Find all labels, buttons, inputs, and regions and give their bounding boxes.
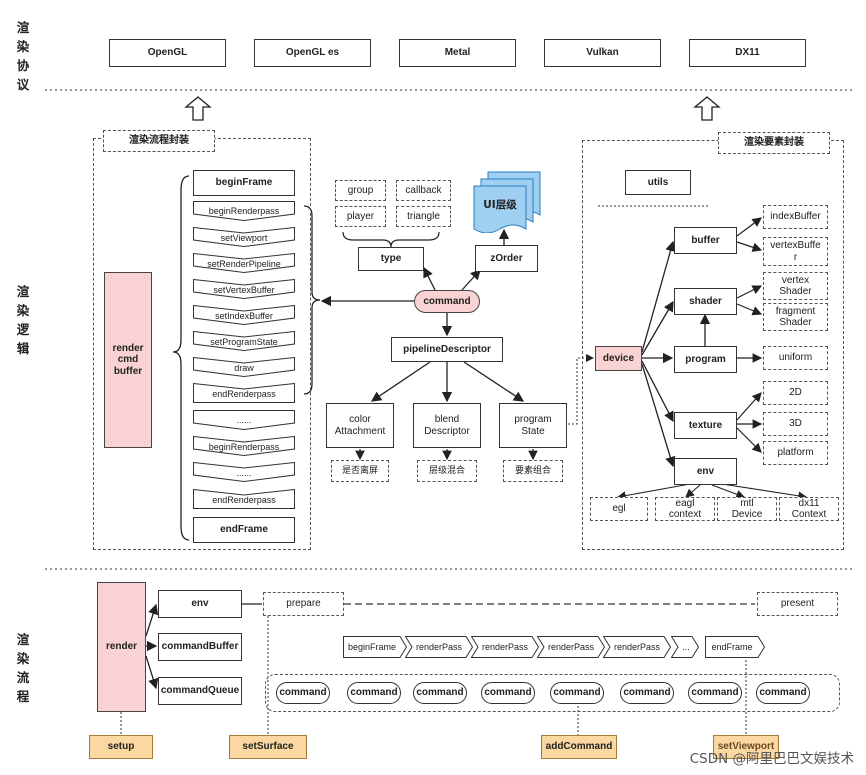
shader-node: shader xyxy=(674,288,737,315)
step-chevron: endRenderpass xyxy=(193,383,295,403)
render-elements-group-title: 渲染要素封装 xyxy=(718,132,830,154)
add-command-call: addCommand xyxy=(541,735,617,759)
env-node: env xyxy=(674,458,737,485)
chain-chevron: renderPass xyxy=(537,636,605,658)
queue-command: command xyxy=(756,682,810,704)
index-buffer-node: indexBuffer xyxy=(763,205,828,229)
type-item-triangle: triangle xyxy=(396,206,451,227)
api-dx11: DX11 xyxy=(689,39,806,67)
step-chevron: setProgramState xyxy=(193,331,295,351)
api-opengl-es: OpenGL es xyxy=(254,39,371,67)
env-egl-node: egl xyxy=(590,497,648,521)
type-node: type xyxy=(358,247,424,271)
api-vulkan: Vulkan xyxy=(544,39,661,67)
section-logic-label: 渲染逻辑 xyxy=(16,284,30,356)
queue-command: command xyxy=(276,682,330,704)
step-chevron: beginRenderpass xyxy=(193,436,295,456)
queue-command: command xyxy=(481,682,535,704)
blend-descriptor-node: blend Descriptor xyxy=(413,403,481,448)
type-item-player: player xyxy=(335,206,386,227)
command-queue-group xyxy=(265,674,840,712)
chain-chevron: ... xyxy=(671,636,699,658)
texture-2d-node: 2D xyxy=(763,381,828,405)
section-flow-label: 渲染流程 xyxy=(16,632,30,704)
api-opengl: OpenGL xyxy=(109,39,226,67)
device-node: device xyxy=(595,346,642,371)
chain-chevron: renderPass xyxy=(603,636,671,658)
step-end-frame: endFrame xyxy=(193,517,295,543)
step-chevron: ...... xyxy=(193,462,295,482)
queue-command: command xyxy=(620,682,674,704)
zorder-node: zOrder xyxy=(475,245,538,272)
type-item-callback: callback xyxy=(396,180,451,201)
command-queue-node: commandQueue xyxy=(158,677,242,705)
color-attachment-node: color Attachment xyxy=(326,403,394,448)
present-node: present xyxy=(757,592,838,616)
render-flow-group-title: 渲染流程封装 xyxy=(103,130,215,152)
blend-sub-note: 层级混合 xyxy=(417,460,477,482)
render-elements-group xyxy=(582,140,844,550)
step-chevron: setIndexBuffer xyxy=(193,305,295,325)
env-mtl-node: mtl Device xyxy=(717,497,777,521)
env-eagl-node: eagl context xyxy=(655,497,715,521)
texture-platform-node: platform xyxy=(763,441,828,465)
env-dx11-node: dx11 Context xyxy=(779,497,839,521)
section-protocol-label: 渲染协议 xyxy=(16,20,30,92)
program-node: program xyxy=(674,346,737,373)
vertex-buffer-node: vertexBuffe r xyxy=(763,237,828,266)
step-chevron: draw xyxy=(193,357,295,377)
render-cmd-buffer: render cmd buffer xyxy=(104,272,152,448)
type-item-group: group xyxy=(335,180,386,201)
utils-node: utils xyxy=(625,170,691,195)
program-state-node: program State xyxy=(499,403,567,448)
chain-chevron: renderPass xyxy=(471,636,539,658)
texture-3d-node: 3D xyxy=(763,412,828,436)
command-node: command xyxy=(414,290,480,313)
color-sub-note: 是否离屏 xyxy=(331,460,389,482)
setup-call: setup xyxy=(89,735,153,759)
ui-layer-stack: UI层级 xyxy=(472,171,544,233)
fragment-shader-node: fragment Shader xyxy=(763,303,828,331)
step-chevron: ...... xyxy=(193,410,295,430)
flow-env-node: env xyxy=(158,590,242,618)
api-metal: Metal xyxy=(399,39,516,67)
csdn-watermark: CSDN @阿里巴巴文娱技术 xyxy=(689,751,854,767)
step-chevron: beginRenderpass xyxy=(193,201,295,221)
step-chevron: endRenderpass xyxy=(193,489,295,509)
queue-command: command xyxy=(550,682,604,704)
vertex-shader-node: vertex Shader xyxy=(763,272,828,300)
step-chevron: setVertexBuffer xyxy=(193,279,295,299)
queue-command: command xyxy=(413,682,467,704)
pipeline-descriptor-node: pipelineDescriptor xyxy=(391,337,503,362)
chain-chevron: renderPass xyxy=(405,636,473,658)
step-chevron: setViewport xyxy=(193,227,295,247)
buffer-node: buffer xyxy=(674,227,737,254)
queue-command: command xyxy=(688,682,742,704)
queue-command: command xyxy=(347,682,401,704)
set-viewport-call: setViewport xyxy=(713,735,779,759)
command-buffer-node: commandBuffer xyxy=(158,633,242,661)
chain-chevron: beginFrame xyxy=(343,636,407,658)
set-surface-call: setSurface xyxy=(229,735,307,759)
prepare-node: prepare xyxy=(263,592,344,616)
chain-chevron: endFrame xyxy=(705,636,765,658)
texture-node: texture xyxy=(674,412,737,439)
uniform-node: uniform xyxy=(763,346,828,370)
step-begin-frame: beginFrame xyxy=(193,170,295,196)
step-chevron: setRenderPipeline xyxy=(193,253,295,273)
program-sub-note: 要素组合 xyxy=(503,460,563,482)
render-node: render xyxy=(97,582,146,712)
